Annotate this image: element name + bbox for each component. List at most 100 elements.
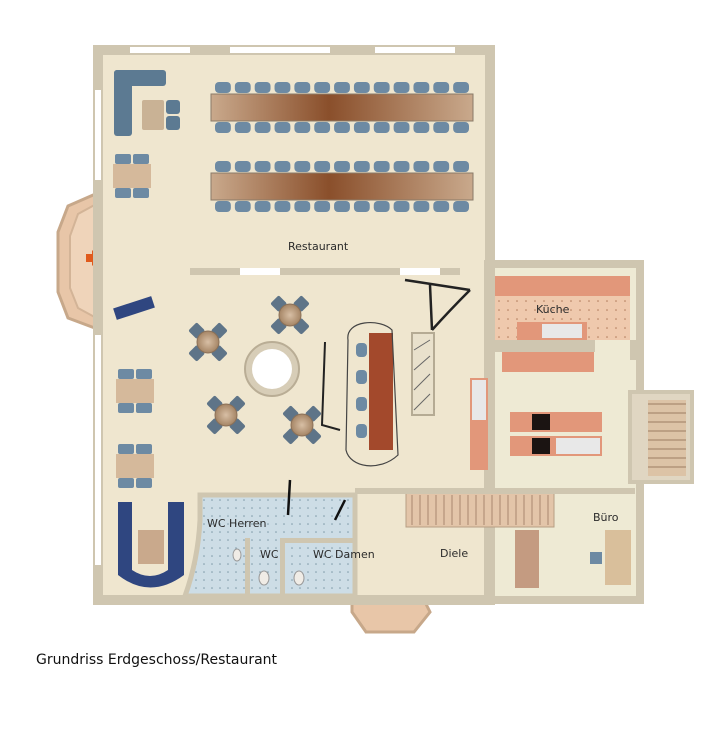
wc-block [181,479,358,599]
chair [215,201,231,212]
chair [334,161,350,172]
round-table [278,303,302,327]
chair [433,161,450,172]
chair [373,82,390,93]
chair [274,161,291,172]
chair [353,201,370,212]
chair [118,444,134,454]
chair [274,82,291,93]
chair [413,201,430,212]
lounge-booth-u [118,502,184,588]
bar-stool [356,397,367,411]
banquet-table [210,172,474,201]
round-column [244,341,300,397]
chair [234,122,251,133]
chair [294,122,311,133]
office-chair [590,552,602,564]
banquet-tables [210,82,474,212]
chair [115,154,131,164]
bar-stool [356,424,367,438]
chair [453,201,469,212]
chair [294,201,311,212]
bar-stools [356,343,367,438]
bar-area [320,278,471,467]
chair [334,122,350,133]
chair [433,122,450,133]
coffee-table [142,100,164,130]
chair [294,161,311,172]
chair [314,201,331,212]
banquet-table [210,93,474,122]
chair [133,188,149,198]
chair [314,122,331,133]
chair [234,161,251,172]
room-label-wc-damen: WC Damen [313,548,375,561]
chair [118,403,134,413]
chair [136,478,152,488]
room-label-diele: Diele [440,547,468,560]
cabinet [515,530,539,588]
round-table [196,330,220,354]
bar-stool [356,343,367,357]
exterior-stair [628,390,694,484]
entrance-bench [113,296,155,320]
chair [433,82,450,93]
chair [433,201,450,212]
chair [353,122,370,133]
chair [373,201,390,212]
chair [334,82,350,93]
chair [234,201,251,212]
chair [254,161,271,172]
chair [334,201,350,212]
chair [413,122,430,133]
round-table [214,403,238,427]
round-table [290,413,314,437]
chair [453,82,469,93]
figure-caption: Grundriss Erdgeschoss/Restaurant [36,652,278,668]
chair [314,82,331,93]
chair [373,161,390,172]
chair [393,161,410,172]
chair [115,188,131,198]
chair [254,201,271,212]
room-label-kueche: Küche [536,303,570,316]
chair [453,161,469,172]
chair [254,82,271,93]
chair [274,201,291,212]
bar-counter [369,333,393,450]
lounge-sofa [114,70,180,136]
chair [215,161,231,172]
chair [254,122,271,133]
chair [136,369,152,379]
chair [353,161,370,172]
chair [393,122,410,133]
kitchen [470,276,642,470]
bar-stool [356,370,367,384]
chair [453,122,469,133]
chair [274,122,291,133]
chair [314,161,331,172]
chair [136,444,152,454]
chair [393,82,410,93]
round-tables [189,296,321,444]
booth-table [113,164,151,188]
chair [413,161,430,172]
chair [234,82,251,93]
main-stair [405,492,555,528]
chair [136,403,152,413]
room-label-restaurant: Restaurant [288,240,349,253]
chair [215,122,231,133]
chair [373,122,390,133]
chair [294,82,311,93]
chair [118,478,134,488]
chair [215,82,231,93]
desk [605,530,631,585]
room-label-wc-herren: WC Herren [207,517,266,530]
window-booths [113,154,154,488]
chair [413,82,430,93]
chair [393,201,410,212]
chair [133,154,149,164]
chair [118,369,134,379]
interior-wall [355,488,635,494]
